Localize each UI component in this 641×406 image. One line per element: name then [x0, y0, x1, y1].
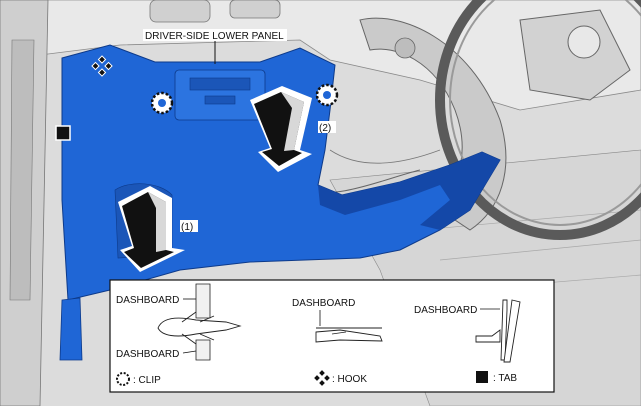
tab-cross-section-detail: DASHBOARD [414, 299, 521, 363]
hook-cross-section-detail: DASHBOARD [292, 298, 383, 343]
legend-hook-text: : HOOK [332, 374, 367, 385]
legend-key-clip: : CLIP [116, 372, 161, 386]
clip-cross-section-detail: DASHBOARD DASHBOARD [116, 283, 242, 361]
legend-tab-text: : TAB [493, 373, 517, 384]
hook-detail-label: DASHBOARD [292, 298, 355, 309]
removal-arrow-2 [250, 86, 312, 172]
clip-detail-top-label: DASHBOARD [116, 295, 179, 306]
clip-marker-icon [315, 83, 339, 107]
arrow-2-label: (2) [319, 123, 331, 134]
tab-detail-label: DASHBOARD [414, 305, 477, 316]
panel-callout-label: DRIVER-SIDE LOWER PANEL [145, 31, 284, 42]
clip-marker-icon [150, 91, 174, 115]
clip-detail-bottom-label: DASHBOARD [116, 349, 179, 360]
arrow-1-label-background [180, 220, 198, 232]
tab-symbol-icon [476, 371, 488, 383]
arrow-1-label: (1) [181, 222, 193, 233]
panel-callout-background [143, 29, 287, 41]
hook-marker-icon [91, 55, 113, 77]
arrow-2-label-background [318, 121, 336, 133]
tab-marker-icon [55, 125, 71, 141]
clip-symbol-icon [116, 372, 130, 386]
removal-arrow-1 [118, 186, 185, 272]
legend-key-tab: : TAB [476, 371, 517, 384]
legend-panel: DASHBOARD DASHBOARD DASHBOARD DASHBOARD [109, 279, 555, 393]
legend-clip-text: : CLIP [133, 375, 161, 386]
